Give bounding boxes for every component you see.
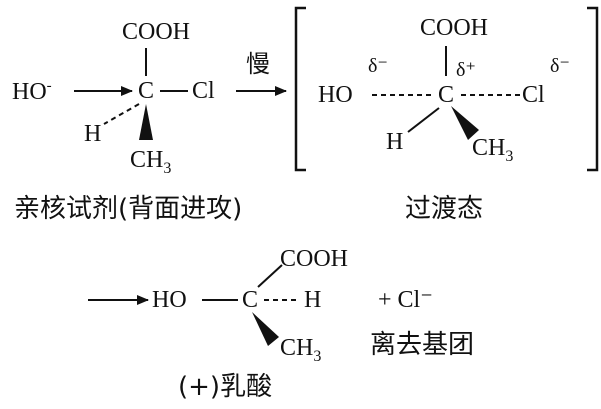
ts-bond-c-h [407,107,440,133]
product-bond-c-cooh [257,264,283,288]
product-methyl-text: CH [280,335,314,361]
reactant-chlorine-label: Cl [192,78,215,104]
caption-leaving-group: 离去基团 [370,330,475,360]
reactant-methyl-label: CH3 [130,148,171,177]
ts-methyl-text: CH [472,135,506,161]
nucleophile-text: HO [12,79,47,105]
product-bond-c-ch3-wedge [252,312,279,346]
ts-hydrogen-label: H [386,129,404,155]
reactant-methyl-text: CH [130,147,164,173]
caption-transition-state: 过渡态 [405,194,484,224]
reactant-central-carbon: C [138,78,155,104]
ts-delta-plus: δ⁺ [456,59,476,81]
caption-nucleophile-backside-attack: 亲核试剂(背面进攻) [14,194,243,224]
ts-delta-minus-left: δ⁻ [368,55,388,77]
leaving-ion-label: + Cl⁻ [378,287,433,313]
ts-hydroxyl-label: HO [318,82,353,108]
left-bracket [294,6,306,172]
bond-c-ch3-wedge [139,104,153,140]
product-methyl-subscript: 3 [313,347,322,365]
reactant-carboxyl-label: COOH [122,19,191,45]
ts-methyl-label: CH3 [472,136,513,165]
product-hydroxyl-label: HO [152,287,187,313]
ts-chlorine-label: Cl [522,82,545,108]
ts-carboxyl-label: COOH [420,15,489,41]
nucleophile-label: HO- [12,78,52,105]
right-bracket [587,6,599,172]
slow-step-label: 慢 [246,50,270,78]
product-carboxyl-label: COOH [280,246,349,272]
ts-central-carbon: C [438,82,455,108]
bond-c-h-dashed [103,103,140,125]
product-central-carbon: C [242,287,259,313]
ts-bond-c-ch3-wedge [451,106,479,140]
ts-delta-minus-right: δ⁻ [550,55,570,77]
ts-methyl-subscript: 3 [505,147,514,165]
reactant-methyl-subscript: 3 [163,159,172,177]
product-methyl-label: CH3 [280,336,321,365]
reactant-hydrogen-label: H [84,121,102,147]
caption-lactic-acid: (+)乳酸 [178,372,273,402]
nucleophile-charge: - [46,78,52,94]
product-hydrogen-label: H [304,287,322,313]
